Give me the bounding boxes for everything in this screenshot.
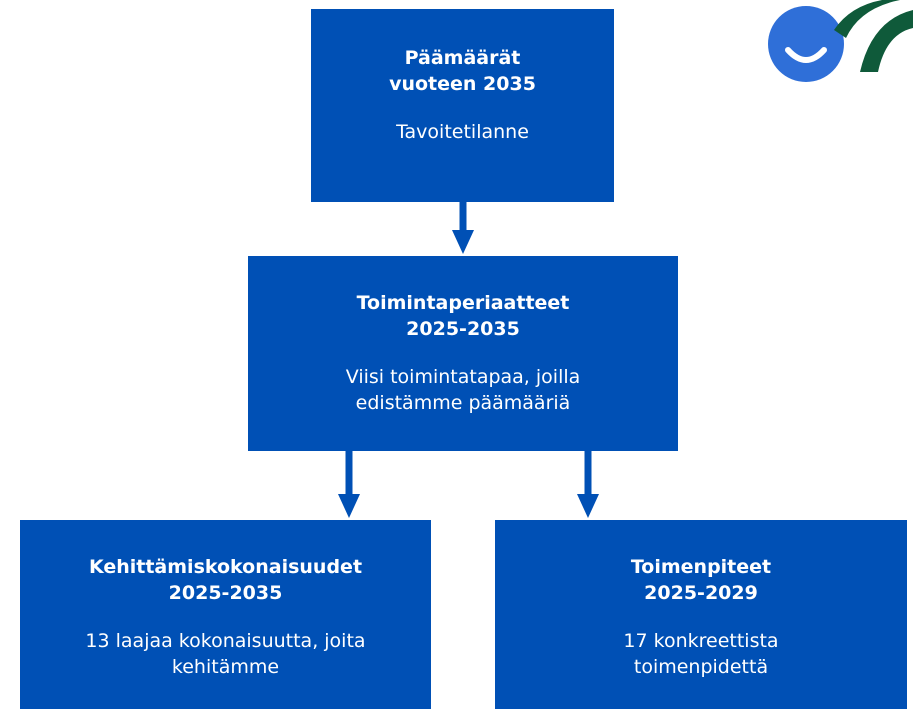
principles-title-line-1: Toimintaperiaatteet <box>356 292 570 314</box>
principles-description: Viisi toimintatapaa, joilla edistämme pä… <box>248 364 678 416</box>
development-title-line-1: Kehittämiskokonaisuudet <box>88 556 363 578</box>
goals-box: Päämäärät vuoteen 2035 Tavoitetilanne <box>311 9 614 202</box>
development-box: Kehittämiskokonaisuudet 2025-2035 13 laa… <box>20 520 431 709</box>
actions-desc-line-1: 17 konkreettista <box>623 630 779 652</box>
goals-description: Tavoitetilanne <box>311 119 614 145</box>
development-title-line-2: 2025-2035 <box>168 582 283 604</box>
arrow-principles-to-development <box>338 451 360 518</box>
principles-desc-line-2: edistämme päämääriä <box>355 392 571 414</box>
principles-title: Toimintaperiaatteet 2025-2035 <box>248 290 678 342</box>
goals-title: Päämäärät vuoteen 2035 <box>311 45 614 97</box>
principles-title-line-2: 2025-2035 <box>406 318 520 340</box>
development-description: 13 laajaa kokonaisuutta, joita kehitämme <box>20 628 431 680</box>
goals-title-line-2: vuoteen 2035 <box>389 73 536 95</box>
actions-description: 17 konkreettista toimenpidettä <box>495 628 907 680</box>
goals-title-line-1: Päämäärät <box>404 47 521 69</box>
logo-icon <box>760 0 913 95</box>
actions-title: Toimenpiteet 2025-2029 <box>495 554 907 606</box>
development-title: Kehittämiskokonaisuudet 2025-2035 <box>20 554 431 606</box>
goals-desc-line-1: Tavoitetilanne <box>396 121 529 143</box>
actions-desc-line-2: toimenpidettä <box>633 656 769 678</box>
principles-desc-line-1: Viisi toimintatapaa, joilla <box>345 366 581 388</box>
actions-title-line-2: 2025-2029 <box>644 582 758 604</box>
principles-box: Toimintaperiaatteet 2025-2035 Viisi toim… <box>248 256 678 451</box>
arrow-goals-to-principles <box>452 202 474 254</box>
actions-box: Toimenpiteet 2025-2029 17 konkreettista … <box>495 520 907 709</box>
arrow-principles-to-actions <box>577 451 599 518</box>
development-desc-line-2: kehitämme <box>171 656 280 678</box>
development-desc-line-1: 13 laajaa kokonaisuutta, joita <box>85 630 366 652</box>
actions-title-line-1: Toimenpiteet <box>630 556 772 578</box>
